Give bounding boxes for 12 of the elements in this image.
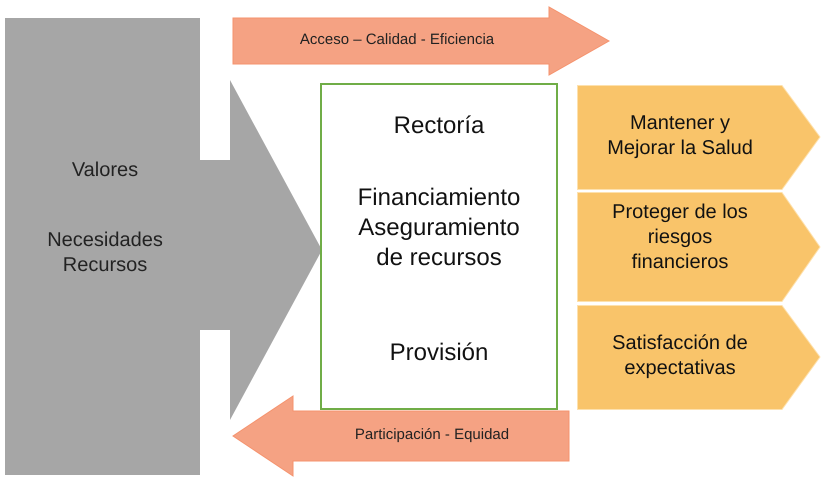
node-text: Participación - Equidad (354, 426, 510, 445)
node-text: Mantener y Mejorar la Salud (606, 111, 754, 161)
node-text: Acceso – Calidad - Eficiencia (298, 31, 496, 50)
block-arrow (232, 6, 610, 76)
node-text: Provisión (388, 338, 490, 368)
node-text: Valores (70, 158, 140, 183)
node-text: Satisfacción de expectativas (611, 331, 749, 381)
node-text: Proteger de los riesgos financieros (611, 200, 749, 275)
node-text: Rectoría (392, 111, 486, 141)
block-arrow (232, 395, 570, 477)
node-text: Financiamiento Aseguramiento de recursos (356, 183, 522, 273)
node-text: Necesidades Recursos (46, 228, 164, 278)
